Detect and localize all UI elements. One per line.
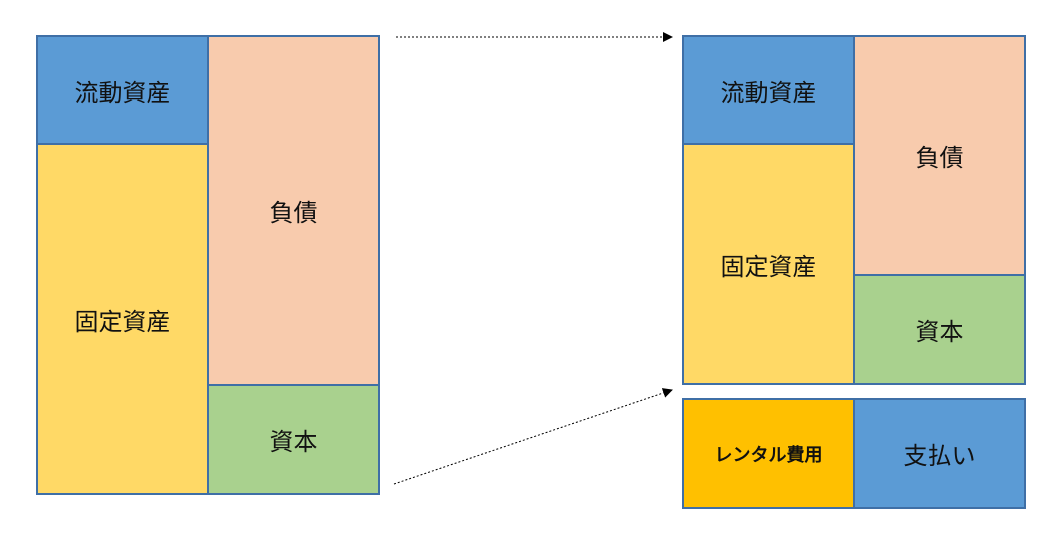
right-current-assets-block: 流動資産 xyxy=(682,35,855,145)
right-liabilities-label: 負債 xyxy=(915,144,964,172)
left-current-assets-block: 流動資産 xyxy=(36,35,209,145)
right-fixed-assets-block: 固定資産 xyxy=(682,143,855,385)
bottom-dotted-arrow xyxy=(393,388,673,485)
left-capital-label: 資本 xyxy=(269,428,318,456)
left-liabilities-label: 負債 xyxy=(269,199,318,227)
payment-label: 支払い xyxy=(903,442,976,470)
left-fixed-assets-block: 固定資産 xyxy=(36,143,209,495)
right-liabilities-block: 負債 xyxy=(853,35,1026,276)
left-liabilities-block: 負債 xyxy=(207,35,380,386)
right-fixed-assets-label: 固定資産 xyxy=(720,252,817,281)
right-current-assets-label: 流動資産 xyxy=(720,78,817,107)
right-capital-label: 資本 xyxy=(915,318,964,346)
left-current-assets-label: 流動資産 xyxy=(74,78,171,107)
right-capital-block: 資本 xyxy=(853,274,1026,385)
rental-cost-label: レンタル費用 xyxy=(714,444,823,466)
left-capital-block: 資本 xyxy=(207,384,380,495)
left-fixed-assets-label: 固定資産 xyxy=(74,307,171,336)
rental-cost-block: レンタル費用 xyxy=(682,398,855,509)
payment-block: 支払い xyxy=(853,398,1026,509)
